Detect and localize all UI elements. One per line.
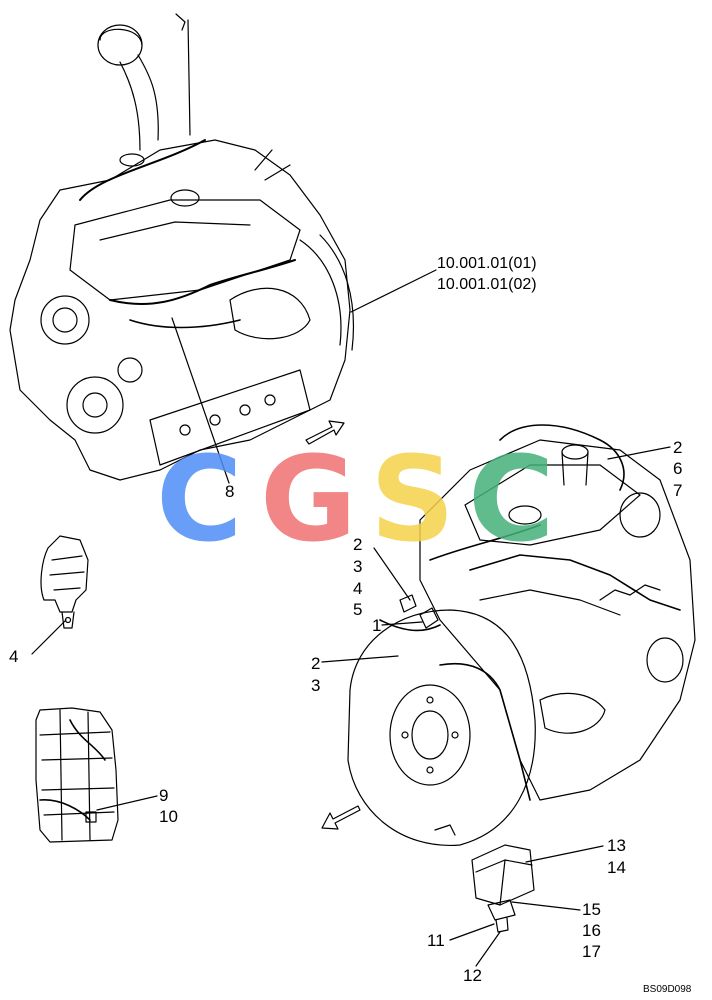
callout-9: 9 bbox=[159, 786, 169, 805]
callout-4-mid: 4 bbox=[353, 579, 363, 598]
callout-7: 7 bbox=[673, 481, 683, 500]
callout-6: 6 bbox=[673, 459, 683, 478]
leader-15-16-17 bbox=[511, 901, 581, 911]
callout-12: 12 bbox=[463, 966, 482, 985]
leader-2-3-4-5 bbox=[373, 547, 411, 601]
watermark-letter-g: G bbox=[260, 430, 357, 568]
callout-11: 11 bbox=[427, 931, 445, 950]
callout-14: 14 bbox=[607, 858, 626, 877]
leader-1 bbox=[381, 621, 423, 626]
reference-label-2: 10.001.01(02) bbox=[437, 276, 537, 293]
callout-8: 8 bbox=[225, 482, 235, 501]
callout-2-mid: 2 bbox=[353, 535, 363, 554]
leader-13-14 bbox=[525, 845, 604, 863]
watermark-letter-c2: C bbox=[468, 430, 555, 568]
callout-13: 13 bbox=[607, 836, 626, 855]
leader-2-6-7 bbox=[607, 446, 671, 460]
upper-engine-drawing bbox=[9, 13, 355, 481]
front-direction-arrow-upper bbox=[305, 420, 345, 445]
callout-16: 16 bbox=[582, 921, 601, 940]
reference-label-1: 10.001.01(01) bbox=[437, 255, 537, 272]
callout-2-upper: 2 bbox=[673, 438, 683, 457]
bracket-detail-drawing bbox=[40, 535, 89, 629]
front-direction-arrow-lower bbox=[321, 805, 361, 830]
callout-10: 10 bbox=[159, 807, 178, 826]
callout-17: 17 bbox=[582, 942, 601, 961]
leader-12 bbox=[475, 931, 501, 967]
drawing-code: BS09D098 bbox=[643, 984, 692, 995]
callout-3-mid: 3 bbox=[353, 557, 363, 576]
leader-11 bbox=[449, 923, 495, 941]
callout-2-lower: 2 bbox=[311, 654, 321, 673]
watermark-letter-s: S bbox=[370, 430, 455, 568]
lower-engine-drawing bbox=[347, 424, 696, 846]
leader-8 bbox=[171, 317, 230, 484]
housing-detail-drawing bbox=[35, 707, 119, 843]
callout-15: 15 bbox=[582, 900, 601, 919]
callout-4-bracket: 4 bbox=[9, 647, 19, 666]
ref-leader-line bbox=[350, 269, 437, 313]
leader-4 bbox=[31, 619, 67, 655]
leader-2-3 bbox=[321, 655, 399, 663]
callout-1: 1 bbox=[372, 616, 382, 635]
relay-detail-drawing bbox=[471, 844, 535, 933]
callout-5: 5 bbox=[353, 600, 363, 619]
leader-9-10 bbox=[96, 795, 158, 811]
callout-3-lower: 3 bbox=[311, 676, 321, 695]
watermark-letter-c1: C bbox=[156, 430, 243, 568]
